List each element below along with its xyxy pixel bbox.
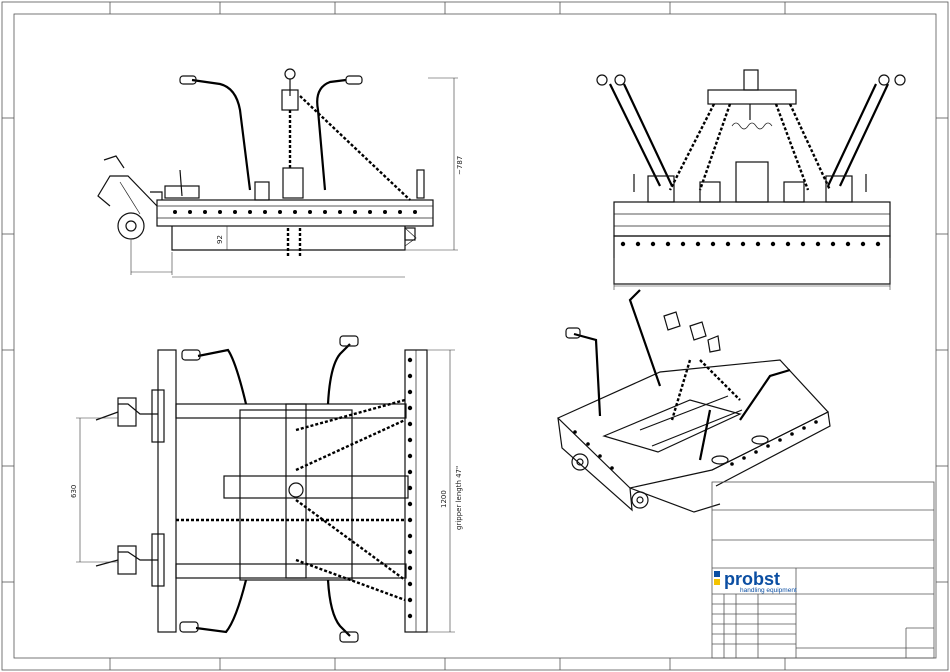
gripper-length-note: gripper length 47" <box>455 466 463 530</box>
top-view: 630 1200 gripper length 47" <box>70 336 463 642</box>
dim-side-small: 92 <box>216 235 224 244</box>
dim-top-spacing: 630 <box>70 485 78 498</box>
dim-side-height: ~787 <box>456 156 464 175</box>
brand-tagline: handling equipment <box>740 587 797 594</box>
dim-top-width: 1200 <box>440 490 448 508</box>
brand-name: probst <box>724 569 780 589</box>
title-block: probst handling equipment <box>712 482 934 658</box>
probst-logo: probst handling equipment <box>714 569 797 594</box>
side-view: ~787 92 <box>98 69 464 277</box>
isometric-view <box>558 290 830 512</box>
front-view <box>597 70 905 290</box>
